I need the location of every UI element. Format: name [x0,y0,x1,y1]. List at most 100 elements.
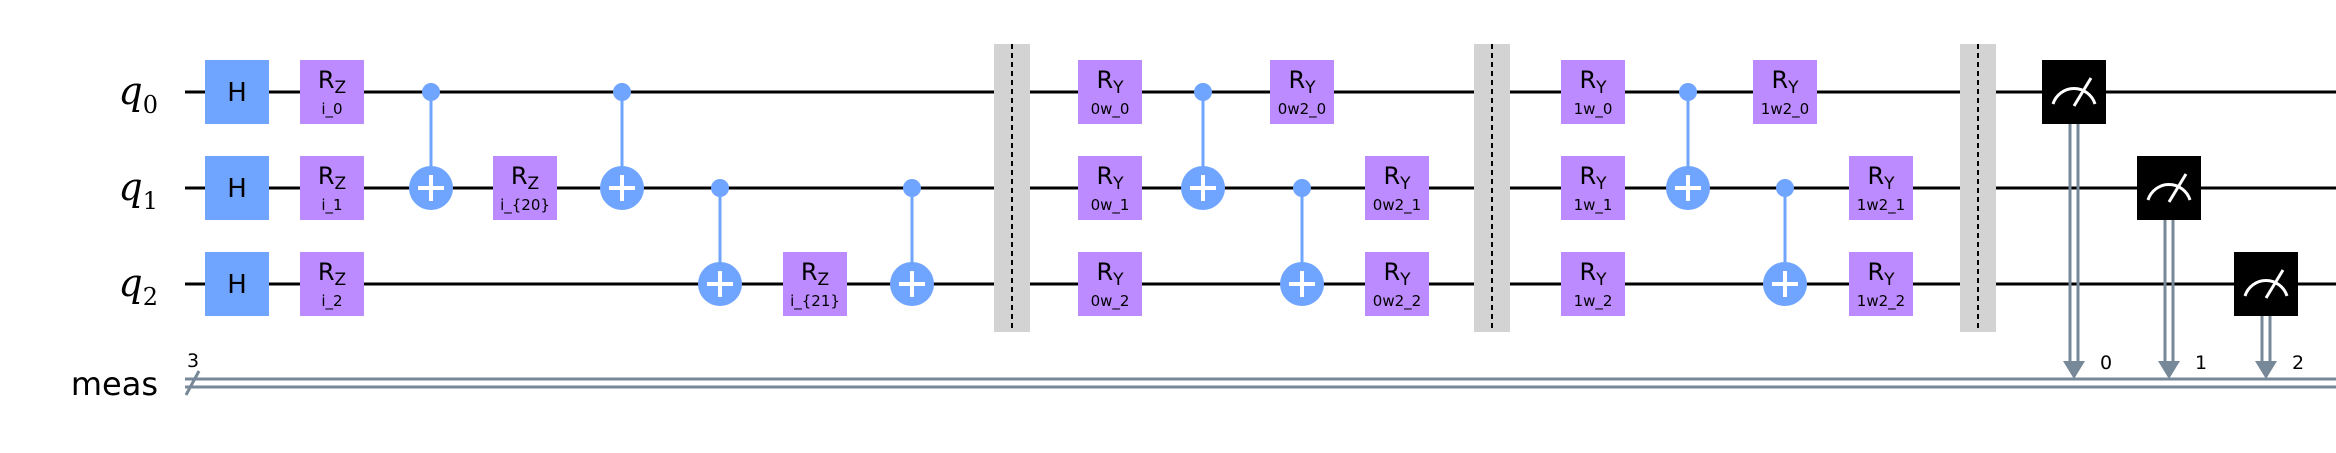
gate-label: RZ [318,162,346,194]
measure-gate-1[interactable] [2137,156,2201,379]
gate-label: RY [1771,66,1799,98]
gate-label-name: R [1096,162,1113,190]
cnot-control-dot[interactable] [903,179,921,197]
hadamard-gate[interactable]: H [205,156,269,220]
gate-box[interactable] [1849,252,1913,316]
rotation-gate-RZ[interactable]: RZi_0 [300,60,364,124]
cnot-control-dot[interactable] [1293,179,1311,197]
measure-gate-0[interactable] [2042,60,2106,379]
gate-label-name: R [801,258,818,286]
cnot-control-dot[interactable] [613,83,631,101]
cnot-gate[interactable] [1666,83,1710,210]
gate-label: H [227,174,247,204]
rotation-gate-RZ[interactable]: RZi_{21} [783,252,847,316]
rotation-gate-RZ[interactable]: RZ i_1 [300,156,364,220]
measure-box[interactable] [2042,60,2106,124]
gate-box[interactable] [1753,60,1817,124]
gate-box[interactable] [1561,252,1625,316]
gate-box[interactable] [783,252,847,316]
gate-box[interactable] [1078,60,1142,124]
gate-parameter: 1w2_2 [1857,292,1905,311]
gate-parameter: 1w_1 [1574,196,1613,215]
gate-label-axis: Y [1787,78,1799,98]
gate-label-axis: Y [1399,174,1411,194]
gate-label-name: R [1288,66,1305,94]
classical-bit-index: 2 [2292,352,2304,374]
cnot-gate[interactable] [600,83,644,210]
rotation-gate-RY[interactable]: RY 1w2_1 [1849,156,1913,220]
gate-box[interactable] [300,60,364,124]
gate-label: RY [1867,258,1895,290]
gate-box[interactable] [205,60,269,124]
gate-parameter: 1w_0 [1574,100,1613,119]
gate-box[interactable] [205,252,269,316]
cnot-gate[interactable] [409,83,453,210]
cnot-gate[interactable] [1763,179,1807,306]
gate-box[interactable] [205,156,269,220]
barrier [1960,44,1996,332]
gate-parameter: 1w2_1 [1857,196,1905,215]
measure-gate-2[interactable] [2234,252,2298,379]
rotation-gate-RY[interactable]: RY 1w2_2 [1849,252,1913,316]
gate-box[interactable] [300,252,364,316]
rotation-gate-RZ[interactable]: RZi_2 [300,252,364,316]
gate-box[interactable] [1561,156,1625,220]
gate-box[interactable] [493,156,557,220]
cnot-control-dot[interactable] [1194,83,1212,101]
measure-box[interactable] [2137,156,2201,220]
gate-box[interactable] [1270,60,1334,124]
rotation-gate-RY[interactable]: RY 1w_2 [1561,252,1625,316]
barrier [1474,44,1510,332]
measure-arrowhead [2255,361,2277,379]
hadamard-gate[interactable]: H [205,252,269,316]
gate-label: RY [1867,162,1895,194]
gate-label-name: R [1383,162,1400,190]
qubit-label-index: 2 [143,283,158,311]
gate-label: RY [1383,162,1411,194]
meter-arc-icon [2051,87,2097,105]
measure-box[interactable] [2234,252,2298,316]
rotation-gate-RZ[interactable]: RZi_{20} [493,156,557,220]
gate-label: RY [1579,258,1607,290]
cnot-gate[interactable] [1181,83,1225,210]
cnot-gate[interactable] [698,179,742,306]
gate-label: RY [1096,162,1124,194]
gate-label: H [227,78,247,108]
gate-label-name: R [1096,258,1113,286]
gate-box[interactable] [1365,156,1429,220]
gate-label: RY [1579,162,1607,194]
hadamard-gate[interactable]: H [205,60,269,124]
meter-needle-icon [2167,173,2188,203]
gate-parameter: 1w_2 [1574,292,1613,311]
cnot-control-dot[interactable] [711,179,729,197]
gate-label-axis: Y [1112,270,1124,290]
rotation-gate-RY[interactable]: RY 1w_1 [1561,156,1625,220]
cnot-control-dot[interactable] [422,83,440,101]
meter-needle-icon [2072,77,2093,107]
gate-box[interactable] [1078,252,1142,316]
gate-parameter: i_1 [321,196,342,215]
cnot-gate[interactable] [890,179,934,306]
gate-box[interactable] [1561,60,1625,124]
gate-label-name: R [1096,66,1113,94]
gate-label-axis: Z [818,270,830,290]
gate-box[interactable] [300,156,364,220]
gate-box[interactable] [1849,156,1913,220]
gate-box[interactable] [1365,252,1429,316]
gate-box[interactable] [1078,156,1142,220]
gate-label-name: R [511,162,528,190]
gate-label-name: R [1579,66,1596,94]
cnot-gate[interactable] [1280,179,1324,306]
cnot-control-dot[interactable] [1776,179,1794,197]
cnot-control-dot[interactable] [1679,83,1697,101]
